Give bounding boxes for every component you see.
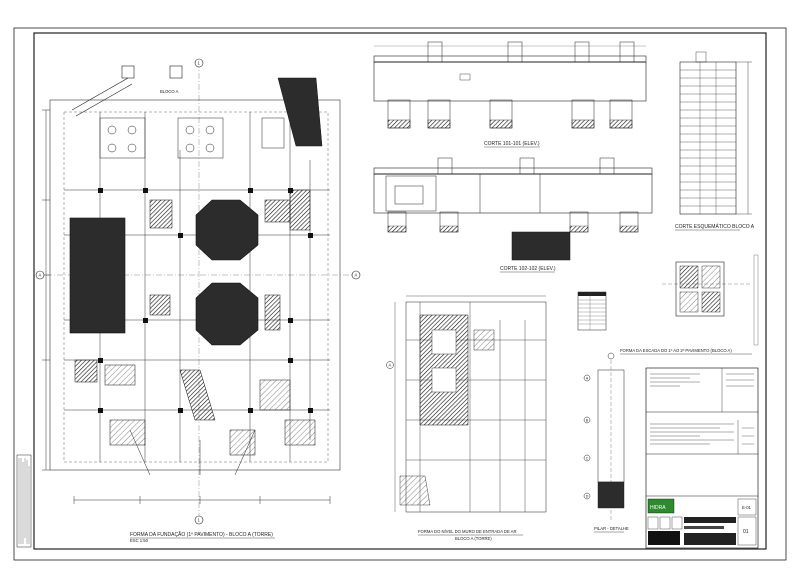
secondary-plan-title: FORMA DO NÍVEL DO MURO DE ENTRADA DE AR	[418, 529, 517, 534]
logo-text: HIDRA	[650, 505, 666, 511]
sheet-number: 01	[743, 529, 749, 535]
secondary-plan: A FORMA DO NÍVEL DO MURO DE ENTRADA DE A…	[386, 295, 547, 541]
section-102: CORTE 102-102 (ELEV.)	[373, 157, 653, 273]
grid-bubble-top-label: 1	[198, 61, 201, 66]
section-101-title: CORTE 101-101 (ELEV.)	[484, 141, 540, 147]
block-label: BLOCO A	[160, 89, 179, 94]
left-stamp	[16, 454, 32, 548]
pillar-axis-a: A	[586, 376, 589, 380]
elevation-title: CORTE ESQUEMÁTICO BLOCO A	[675, 223, 755, 230]
section-101: CORTE 101-101 (ELEV.)	[373, 41, 647, 148]
main-plan-title: FORMA DA FUNDAÇÃO (1º PAVIMENTO) - BLOCO…	[130, 531, 273, 538]
main-foundation-plan: 1 1 A A BLOCO A FORMA DA FUNDAÇÃO (1º PA…	[35, 58, 361, 543]
section-102-title: CORTE 102-102 (ELEV.)	[500, 266, 556, 272]
main-plan-scale: ESC 1:50	[130, 538, 149, 543]
stair-title: FORMA DA ESCADA DO 1º AO 2º PAVIMENTO (B…	[620, 348, 732, 353]
sheet-code: E-01	[742, 505, 752, 510]
building-elevation: CORTE ESQUEMÁTICO BLOCO A	[675, 51, 755, 231]
company-logo	[647, 498, 675, 514]
title-block: HIDRA E-01 01	[645, 367, 759, 549]
pillar-detail: A B C D PILAR - DETALHE	[583, 352, 629, 533]
secondary-plan-axis: A	[389, 363, 392, 368]
pillar-axis-d: D	[586, 494, 589, 498]
pillar-detail-title: PILAR - DETALHE	[594, 526, 629, 531]
grid-bubble-bottom-label: 1	[198, 518, 201, 523]
secondary-plan-subtitle: BLOCO A (TORRE)	[455, 536, 492, 541]
inner-border	[33, 32, 767, 550]
legend-table	[577, 291, 607, 331]
axis-bubble-right-label: A	[355, 273, 358, 278]
outer-border	[13, 27, 787, 561]
pillar-axis-c: C	[586, 456, 589, 460]
pillar-axis-b: B	[586, 418, 589, 422]
axis-bubble-left-label: A	[39, 273, 42, 278]
stair-detail: FORMA DA ESCADA DO 1º AO 2º PAVIMENTO (B…	[620, 254, 759, 355]
